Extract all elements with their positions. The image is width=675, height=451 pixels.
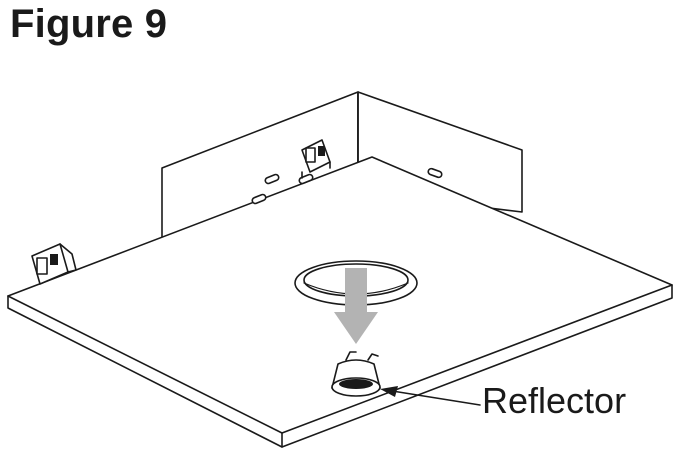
figure-title: Figure 9 <box>10 2 168 46</box>
reflector <box>331 351 381 397</box>
reflector-label: Reflector <box>482 380 627 421</box>
callout-leader-arrow <box>380 386 481 406</box>
insertion-arrow <box>334 268 378 344</box>
mounting-bracket <box>31 243 77 285</box>
mounting-bracket <box>301 139 331 179</box>
